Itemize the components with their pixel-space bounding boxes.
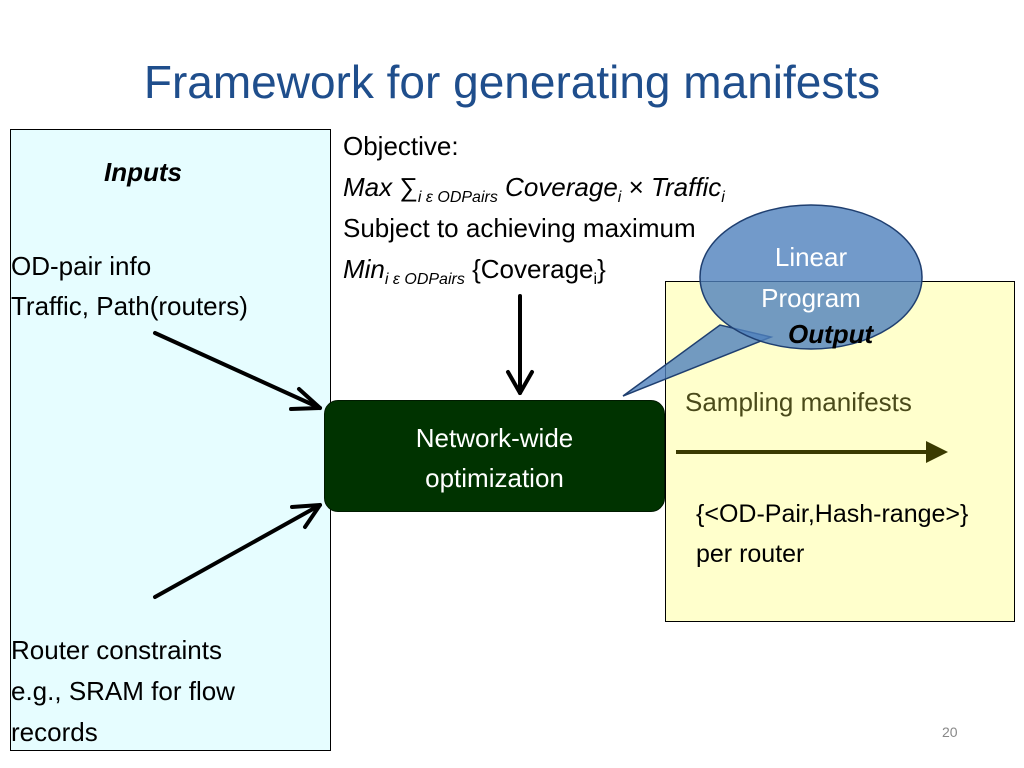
coverage-term: Coverage xyxy=(497,172,618,202)
subject-to-text: Subject to achieving maximum xyxy=(343,213,696,243)
min-expression-subscript: i xyxy=(593,271,598,288)
objective-label: Objective: xyxy=(343,131,459,161)
manifest-format-label: {<OD-Pair,Hash-range>} xyxy=(696,500,969,528)
sram-example-label: e.g., SRAM for flow xyxy=(11,676,235,706)
records-label: records xyxy=(11,717,98,747)
per-router-label: per router xyxy=(696,540,805,568)
max-word: Max xyxy=(343,172,400,202)
linear-program-callout xyxy=(622,204,923,397)
optimization-line2: optimization xyxy=(425,463,564,493)
optimization-line1: Network-wide xyxy=(415,423,574,453)
traffic-subscript: i xyxy=(721,189,725,206)
traffic-path-label: Traffic, Path(routers) xyxy=(11,291,248,321)
traffic-term: Traffic xyxy=(651,172,722,202)
output-heading: Output xyxy=(788,319,874,349)
times-symbol: × xyxy=(621,172,651,202)
slide-title: Framework for generating manifests xyxy=(143,56,881,108)
inputs-heading: Inputs xyxy=(104,157,182,187)
router-constraints-label: Router constraints xyxy=(11,635,222,665)
output-arrow xyxy=(676,441,948,463)
max-subscript: i ε ODPairs xyxy=(417,189,498,206)
linear-program-label: Linear Program xyxy=(700,237,922,319)
od-pair-info-label: OD-pair info xyxy=(11,251,152,281)
sigma-symbol: ∑ xyxy=(399,172,418,202)
od-pair-arrow xyxy=(153,331,322,411)
objective-max-formula: Max ∑i ε ODPairs Coveragei × Traffici xyxy=(343,167,725,218)
min-subscript: i ε ODPairs xyxy=(384,271,465,288)
min-word: Min xyxy=(343,254,385,284)
router-constraints-arrow xyxy=(153,503,322,599)
min-expression-start: {Coverage xyxy=(464,254,594,284)
page-number: 20 xyxy=(942,724,958,740)
inputs-panel xyxy=(10,129,331,751)
coverage-subscript: i xyxy=(617,189,622,206)
objective-down-arrow xyxy=(506,294,534,395)
min-expression-end: } xyxy=(597,254,606,284)
linear-program-line1: Linear xyxy=(774,242,848,272)
sampling-manifests-label: Sampling manifests xyxy=(685,387,912,417)
objective-min-formula: Mini ε ODPairs {Coveragei} xyxy=(343,249,606,300)
linear-program-line2: Program xyxy=(761,283,861,313)
network-optimization-box: Network-wide optimization xyxy=(324,400,665,512)
